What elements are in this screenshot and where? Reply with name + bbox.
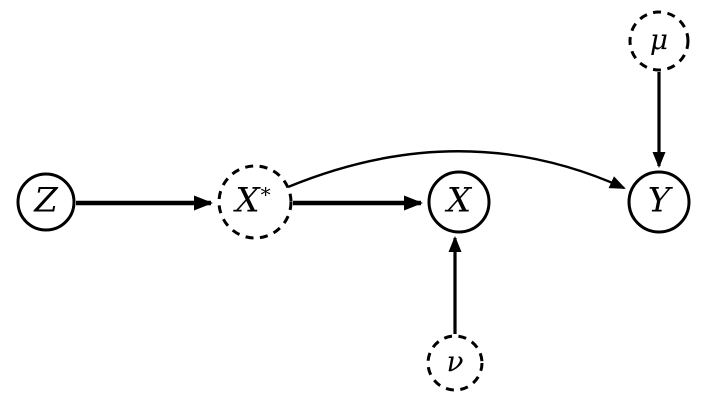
node-x-label: X bbox=[446, 180, 472, 221]
node-xstar-label-base: X bbox=[235, 180, 260, 221]
node-nu-label: ν bbox=[446, 344, 464, 378]
node-xstar-label: X* bbox=[235, 184, 270, 218]
node-y-label: Y bbox=[647, 180, 671, 221]
node-z-label: Z bbox=[34, 180, 58, 221]
edge-xstar-to-y-curved-arrow bbox=[287, 150, 626, 190]
node-mu-circle bbox=[628, 10, 690, 72]
node-mu-label: μ bbox=[649, 22, 669, 56]
node-xstar-label-superscript: * bbox=[260, 182, 271, 207]
node-xstar-circle bbox=[217, 164, 293, 240]
node-x-circle bbox=[427, 170, 491, 234]
node-y-circle bbox=[627, 170, 691, 234]
node-nu-circle bbox=[426, 334, 484, 392]
node-z-circle bbox=[16, 172, 76, 232]
